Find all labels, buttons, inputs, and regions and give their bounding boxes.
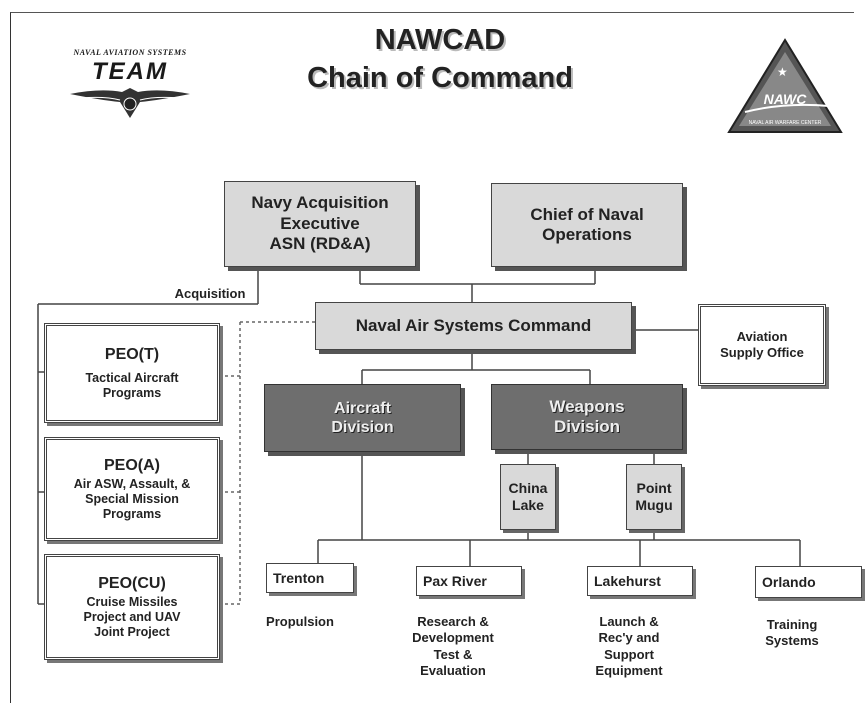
peo-a-desc-1: Air ASW, Assault, & [73, 477, 191, 492]
pax-river-function-label: Research & Development Test & Evaluation [412, 614, 494, 678]
weapons-division-box: Weapons Division [491, 384, 683, 450]
peo-cu-desc-3: Joint Project [94, 625, 170, 640]
svg-text:★: ★ [777, 65, 788, 79]
pax-river-box: Pax River [416, 566, 522, 596]
point-mugu-line2: Mugu [635, 497, 673, 513]
china-lake-line2: Lake [512, 497, 544, 513]
navy-acq-line1: Navy Acquisition [251, 193, 389, 213]
title-line1: NAWCAD [374, 24, 506, 56]
chief-of-naval-operations-box: Chief of Naval Operations [491, 183, 683, 267]
china-lake-line1: China [508, 480, 548, 497]
title-line2: Chain of Command [307, 62, 573, 94]
peo-cu-desc-2: Project and UAV [83, 610, 181, 625]
peo-t-desc-2: Programs [102, 385, 162, 400]
aviation-supply-office-box: Aviation Supply Office [698, 304, 826, 386]
china-lake-box: China Lake [500, 464, 556, 530]
logo-caption: NAVAL AVIATION SYSTEMS [73, 48, 187, 57]
trenton-box: Trenton [266, 563, 354, 593]
orlando-box: Orlando [755, 566, 862, 598]
naval-aviation-team-logo: NAVAL AVIATION SYSTEMS TEAM [60, 48, 200, 128]
peo-a-desc-3: Programs [102, 507, 162, 522]
orlando-function-label: Training Systems [765, 617, 819, 649]
acquisition-label: Acquisition [174, 286, 246, 301]
aso-line1: Aviation [736, 329, 788, 345]
peo-a-box: PEO(A) Air ASW, Assault, & Special Missi… [44, 437, 220, 541]
point-mugu-line1: Point [636, 480, 672, 497]
point-mugu-box: Point Mugu [626, 464, 682, 530]
aircraft-line1: Aircraft [334, 399, 391, 417]
navy-acquisition-executive-box: Navy Acquisition Executive ASN (RD&A) [224, 181, 416, 267]
svg-text:NAWC: NAWC [764, 91, 808, 107]
peo-t-box: PEO(T) Tactical Aircraft Programs [44, 323, 220, 423]
navy-acq-line2: Executive [280, 213, 360, 233]
naval-air-systems-command-box: Naval Air Systems Command [315, 302, 632, 350]
nawc-logo: ★ NAWC NAVAL AIR WARFARE CENTER [725, 36, 845, 136]
peo-t-name: PEO(T) [104, 346, 160, 364]
weapons-line1: Weapons [549, 396, 625, 416]
cno-line1: Chief of Naval [530, 204, 644, 224]
svg-text:NAVAL AIR WARFARE CENTER: NAVAL AIR WARFARE CENTER [749, 120, 822, 126]
lakehurst-function-label: Launch & Rec'y and Support Equipment [595, 614, 663, 678]
peo-cu-name: PEO(CU) [98, 574, 166, 592]
peo-a-name: PEO(A) [104, 456, 160, 474]
peo-cu-box: PEO(CU) Cruise Missiles Project and UAV … [44, 554, 220, 660]
propulsion-label: Propulsion [266, 614, 334, 629]
cno-line2: Operations [542, 225, 632, 244]
weapons-line2: Division [553, 417, 621, 436]
aso-line2: Supply Office [720, 345, 804, 360]
lakehurst-box: Lakehurst [587, 566, 693, 596]
peo-cu-desc-1: Cruise Missiles [86, 595, 178, 610]
nawc-triangle-icon: ★ NAWC NAVAL AIR WARFARE CENTER [727, 38, 843, 133]
wings-icon [70, 88, 190, 118]
logo-team-word: TEAM [92, 58, 168, 85]
peo-a-desc-2: Special Mission [85, 492, 179, 507]
aircraft-line2: Division [331, 419, 394, 436]
peo-t-desc-1: Tactical Aircraft [85, 370, 179, 385]
aircraft-division-box: Aircraft Division [264, 384, 461, 452]
slide-frame [10, 12, 854, 703]
navy-acq-line3: ASN (RD&A) [269, 234, 371, 254]
